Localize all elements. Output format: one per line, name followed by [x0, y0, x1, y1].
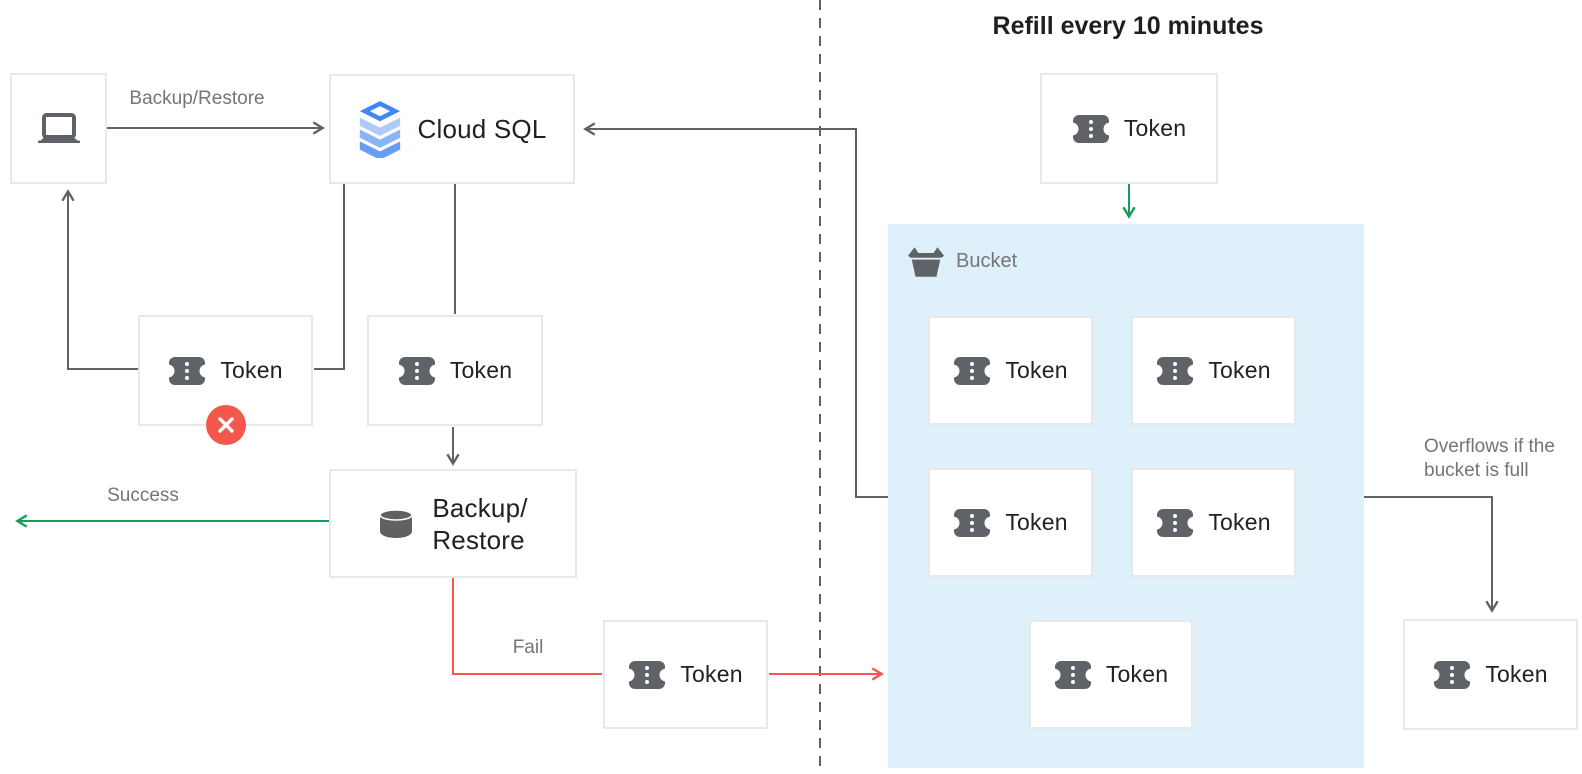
cloud-sql-icon: [358, 101, 402, 158]
cloud-sql-label: Cloud SQL: [417, 113, 547, 144]
token-icon: [953, 508, 991, 538]
refill-title: Refill every 10 minutes: [992, 12, 1264, 40]
arrow-denied-token-to-client: [61, 189, 138, 370]
token-node-refill: Token: [1040, 73, 1218, 184]
token-icon: [1433, 660, 1471, 690]
token-label: Token: [680, 661, 743, 687]
token-label: Token: [1208, 509, 1271, 535]
token-label: Token: [449, 357, 513, 383]
cloud-sql-node: Cloud SQL: [329, 74, 575, 184]
edge-label-overflow: Overflows if the bucket is full: [1424, 436, 1555, 481]
edge-label-fail: Fail: [512, 637, 544, 658]
token-label: Token: [220, 357, 283, 383]
database-icon: [378, 509, 414, 539]
token-icon: [1156, 508, 1194, 538]
bucket-label: Bucket: [956, 250, 1018, 272]
edge-label-success: Success: [107, 485, 179, 506]
token-node-granted: Token: [367, 315, 543, 426]
token-label: Token: [1005, 357, 1068, 383]
bucket-token: Token: [1029, 620, 1193, 729]
bucket-header: Bucket: [907, 245, 1017, 278]
line-cloud-sql-to-denied-token: [314, 183, 345, 370]
bucket-icon: [907, 245, 945, 278]
bucket-token: Token: [1131, 468, 1296, 577]
token-label: Token: [1208, 357, 1271, 383]
bucket-token: Token: [928, 316, 1093, 425]
token-label: Token: [1005, 509, 1068, 535]
token-label: Token: [1485, 661, 1548, 687]
denied-badge: [206, 405, 246, 445]
backup-restore-label: Backup/ Restore: [432, 492, 528, 555]
error-x-icon: [218, 417, 234, 433]
line-fail-to-token: [452, 578, 602, 675]
token-icon: [1072, 114, 1110, 144]
token-label: Token: [1105, 661, 1169, 687]
backup-restore-node: Backup/ Restore: [329, 469, 577, 578]
token-icon: [1054, 660, 1092, 690]
token-icon: [628, 660, 666, 690]
token-node-overflow: Token: [1403, 619, 1578, 730]
token-label: Token: [1123, 115, 1187, 141]
token-node-fail: Token: [603, 620, 768, 729]
arrow-bucket-overflow: [1364, 496, 1499, 613]
arrow-bucket-to-cloud-sql: [583, 122, 888, 498]
bucket-token: Token: [1131, 316, 1296, 425]
token-icon: [953, 356, 991, 386]
edge-label-backup-restore: Backup/Restore: [129, 88, 265, 109]
token-icon: [398, 356, 436, 386]
token-icon: [168, 356, 206, 386]
bucket-token: Token: [928, 468, 1093, 577]
laptop-icon: [36, 113, 82, 145]
client-node: [10, 73, 107, 184]
token-icon: [1156, 356, 1194, 386]
